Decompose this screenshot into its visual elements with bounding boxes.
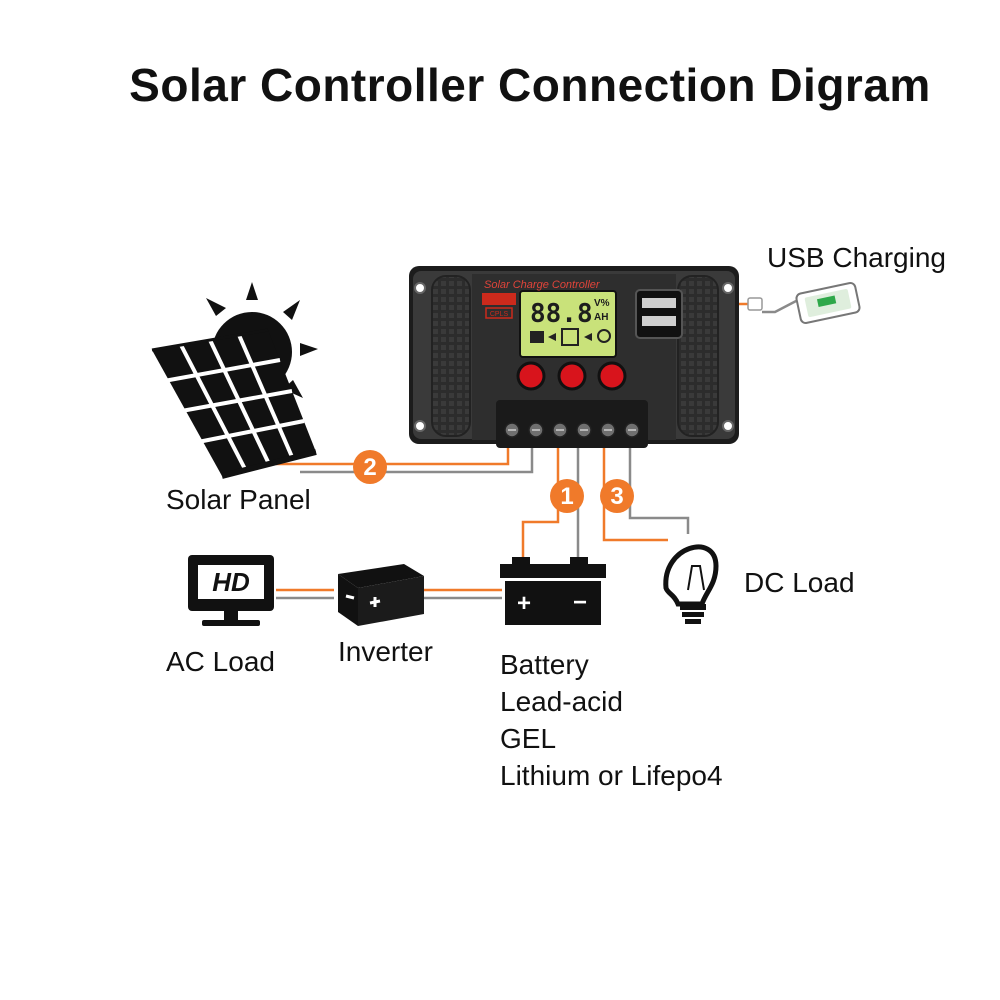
step-number-1: 1 [560,483,573,510]
battery-icon [500,557,606,625]
wire-load-orange [602,448,668,542]
tv-icon [188,555,274,626]
step-number-3: 3 [610,483,623,510]
wire-usb-gray [762,298,799,314]
solar-panel-icon [151,328,317,479]
step-badge-1 [550,479,584,513]
phone-icon [747,282,861,324]
inverter-icon [338,564,424,626]
battery-type: Lithium or Lifepo4 [500,760,723,791]
lcd-digits: 88.8 [530,299,593,329]
battery-type: Lead-acid [500,686,623,717]
battery-plus: + [517,590,531,617]
lcd-unit-top: V% [594,298,610,309]
battery-type: GEL [500,723,557,754]
solar-panel-label: Solar Panel [166,484,311,515]
model-badge-text: CPLS [490,311,509,318]
step-badge-2 [353,450,387,484]
wire-load-gray [628,448,690,534]
lcd-unit-bottom: AH [594,312,608,323]
controller-brand-text: Solar Charge Controller [484,279,601,291]
battery-type: Battery [500,649,589,680]
inverter-label: Inverter [338,636,433,667]
step-badge-3 [600,479,634,513]
step-badges [353,450,634,513]
usb-charging-label: USB Charging [767,242,946,273]
battery-types-list: Battery Lead-acid GEL Lithium or Lifepo4 [500,646,723,794]
down-button [597,361,627,391]
menu-button [516,361,546,391]
up-button [557,361,587,391]
bulb-icon [663,544,719,624]
charge-controller [409,266,739,448]
tv-screen-text: HD [212,567,250,597]
page-title: Solar Controller Connection Digram [129,59,931,111]
dc-load-label: DC Load [744,567,855,598]
step-number-2: 2 [363,454,376,481]
battery-minus: − [573,589,587,616]
wire-solar-gray [300,448,534,474]
ac-load-label: AC Load [166,646,275,677]
